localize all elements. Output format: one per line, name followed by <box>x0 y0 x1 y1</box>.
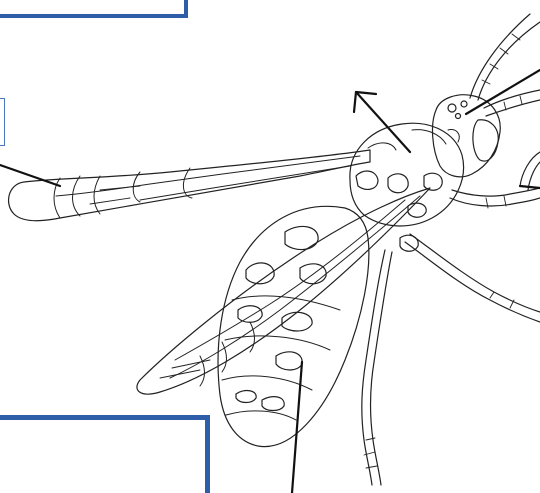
pointer-line-forewing <box>0 165 60 186</box>
hind-legs <box>362 234 540 485</box>
abdomen <box>218 206 369 446</box>
head <box>433 95 501 177</box>
antennae <box>470 14 540 116</box>
pointer-line-abdomen <box>292 362 302 493</box>
pointer-line-front-leg <box>520 186 540 188</box>
